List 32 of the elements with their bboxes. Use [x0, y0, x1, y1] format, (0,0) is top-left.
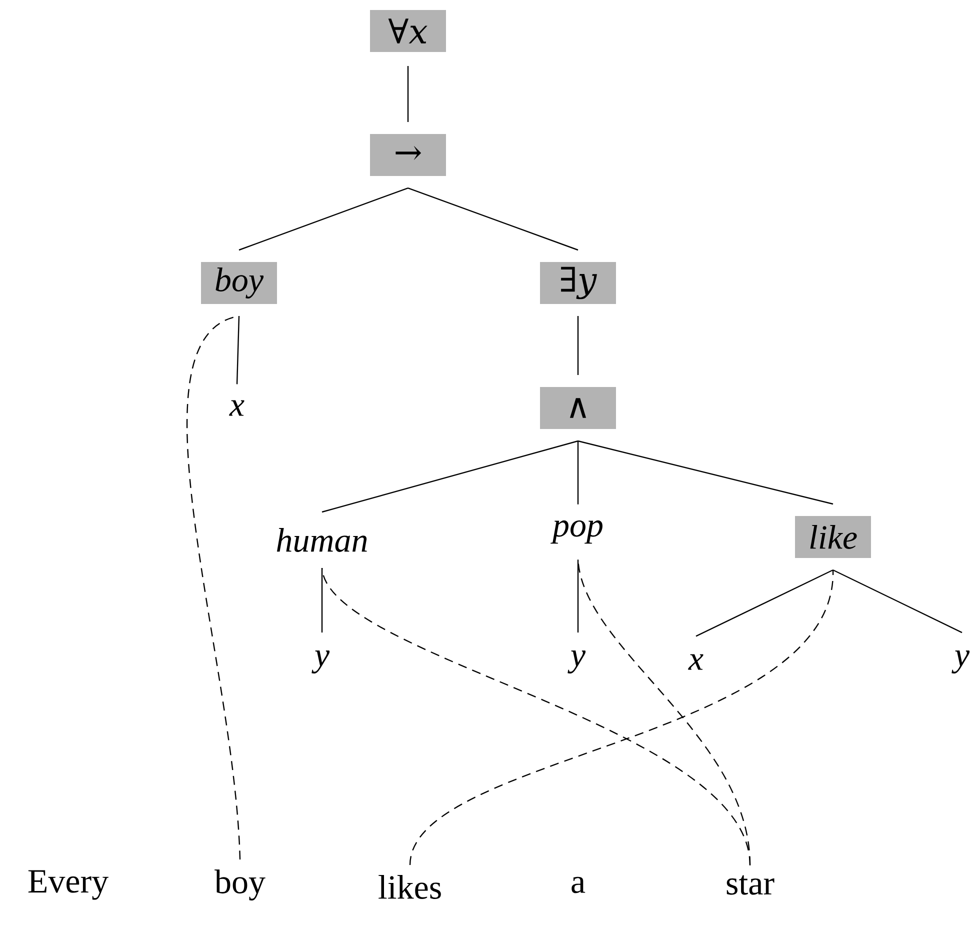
- label-box: ∃y: [540, 262, 616, 304]
- tree-branch: [408, 187, 578, 251]
- tree-branch: [577, 441, 579, 504]
- label-box: like: [795, 516, 871, 558]
- tree-branch: [407, 66, 409, 122]
- label-box: boy: [201, 262, 277, 304]
- tree-branch: [832, 569, 962, 634]
- tree-branch: [696, 569, 834, 637]
- tree-branch: [238, 187, 408, 251]
- tree-label: x: [688, 654, 704, 670]
- tree-branch: [577, 316, 579, 375]
- tree-label: y: [568, 650, 586, 674]
- tree-label: human: [276, 528, 367, 552]
- tree-branch: [236, 316, 240, 384]
- tree-branch: [321, 568, 323, 633]
- word: a: [572, 876, 586, 894]
- word: likes: [378, 875, 441, 899]
- tree-branch: [322, 440, 578, 513]
- word: star: [726, 875, 774, 895]
- word: Every: [28, 870, 108, 900]
- tree-branch: [577, 560, 579, 633]
- tree-label: x: [229, 400, 244, 416]
- tree-label: y: [952, 650, 970, 674]
- label-box: ∀x: [370, 10, 446, 52]
- alignment-link: [409, 570, 834, 866]
- label-box: ∧: [540, 387, 616, 429]
- tree-label: y: [312, 650, 330, 674]
- tree-label: pop: [550, 520, 602, 544]
- tree-branch: [578, 440, 834, 505]
- alignment-link: [186, 315, 241, 860]
- word: boy: [214, 870, 266, 900]
- label-box: →: [370, 134, 446, 176]
